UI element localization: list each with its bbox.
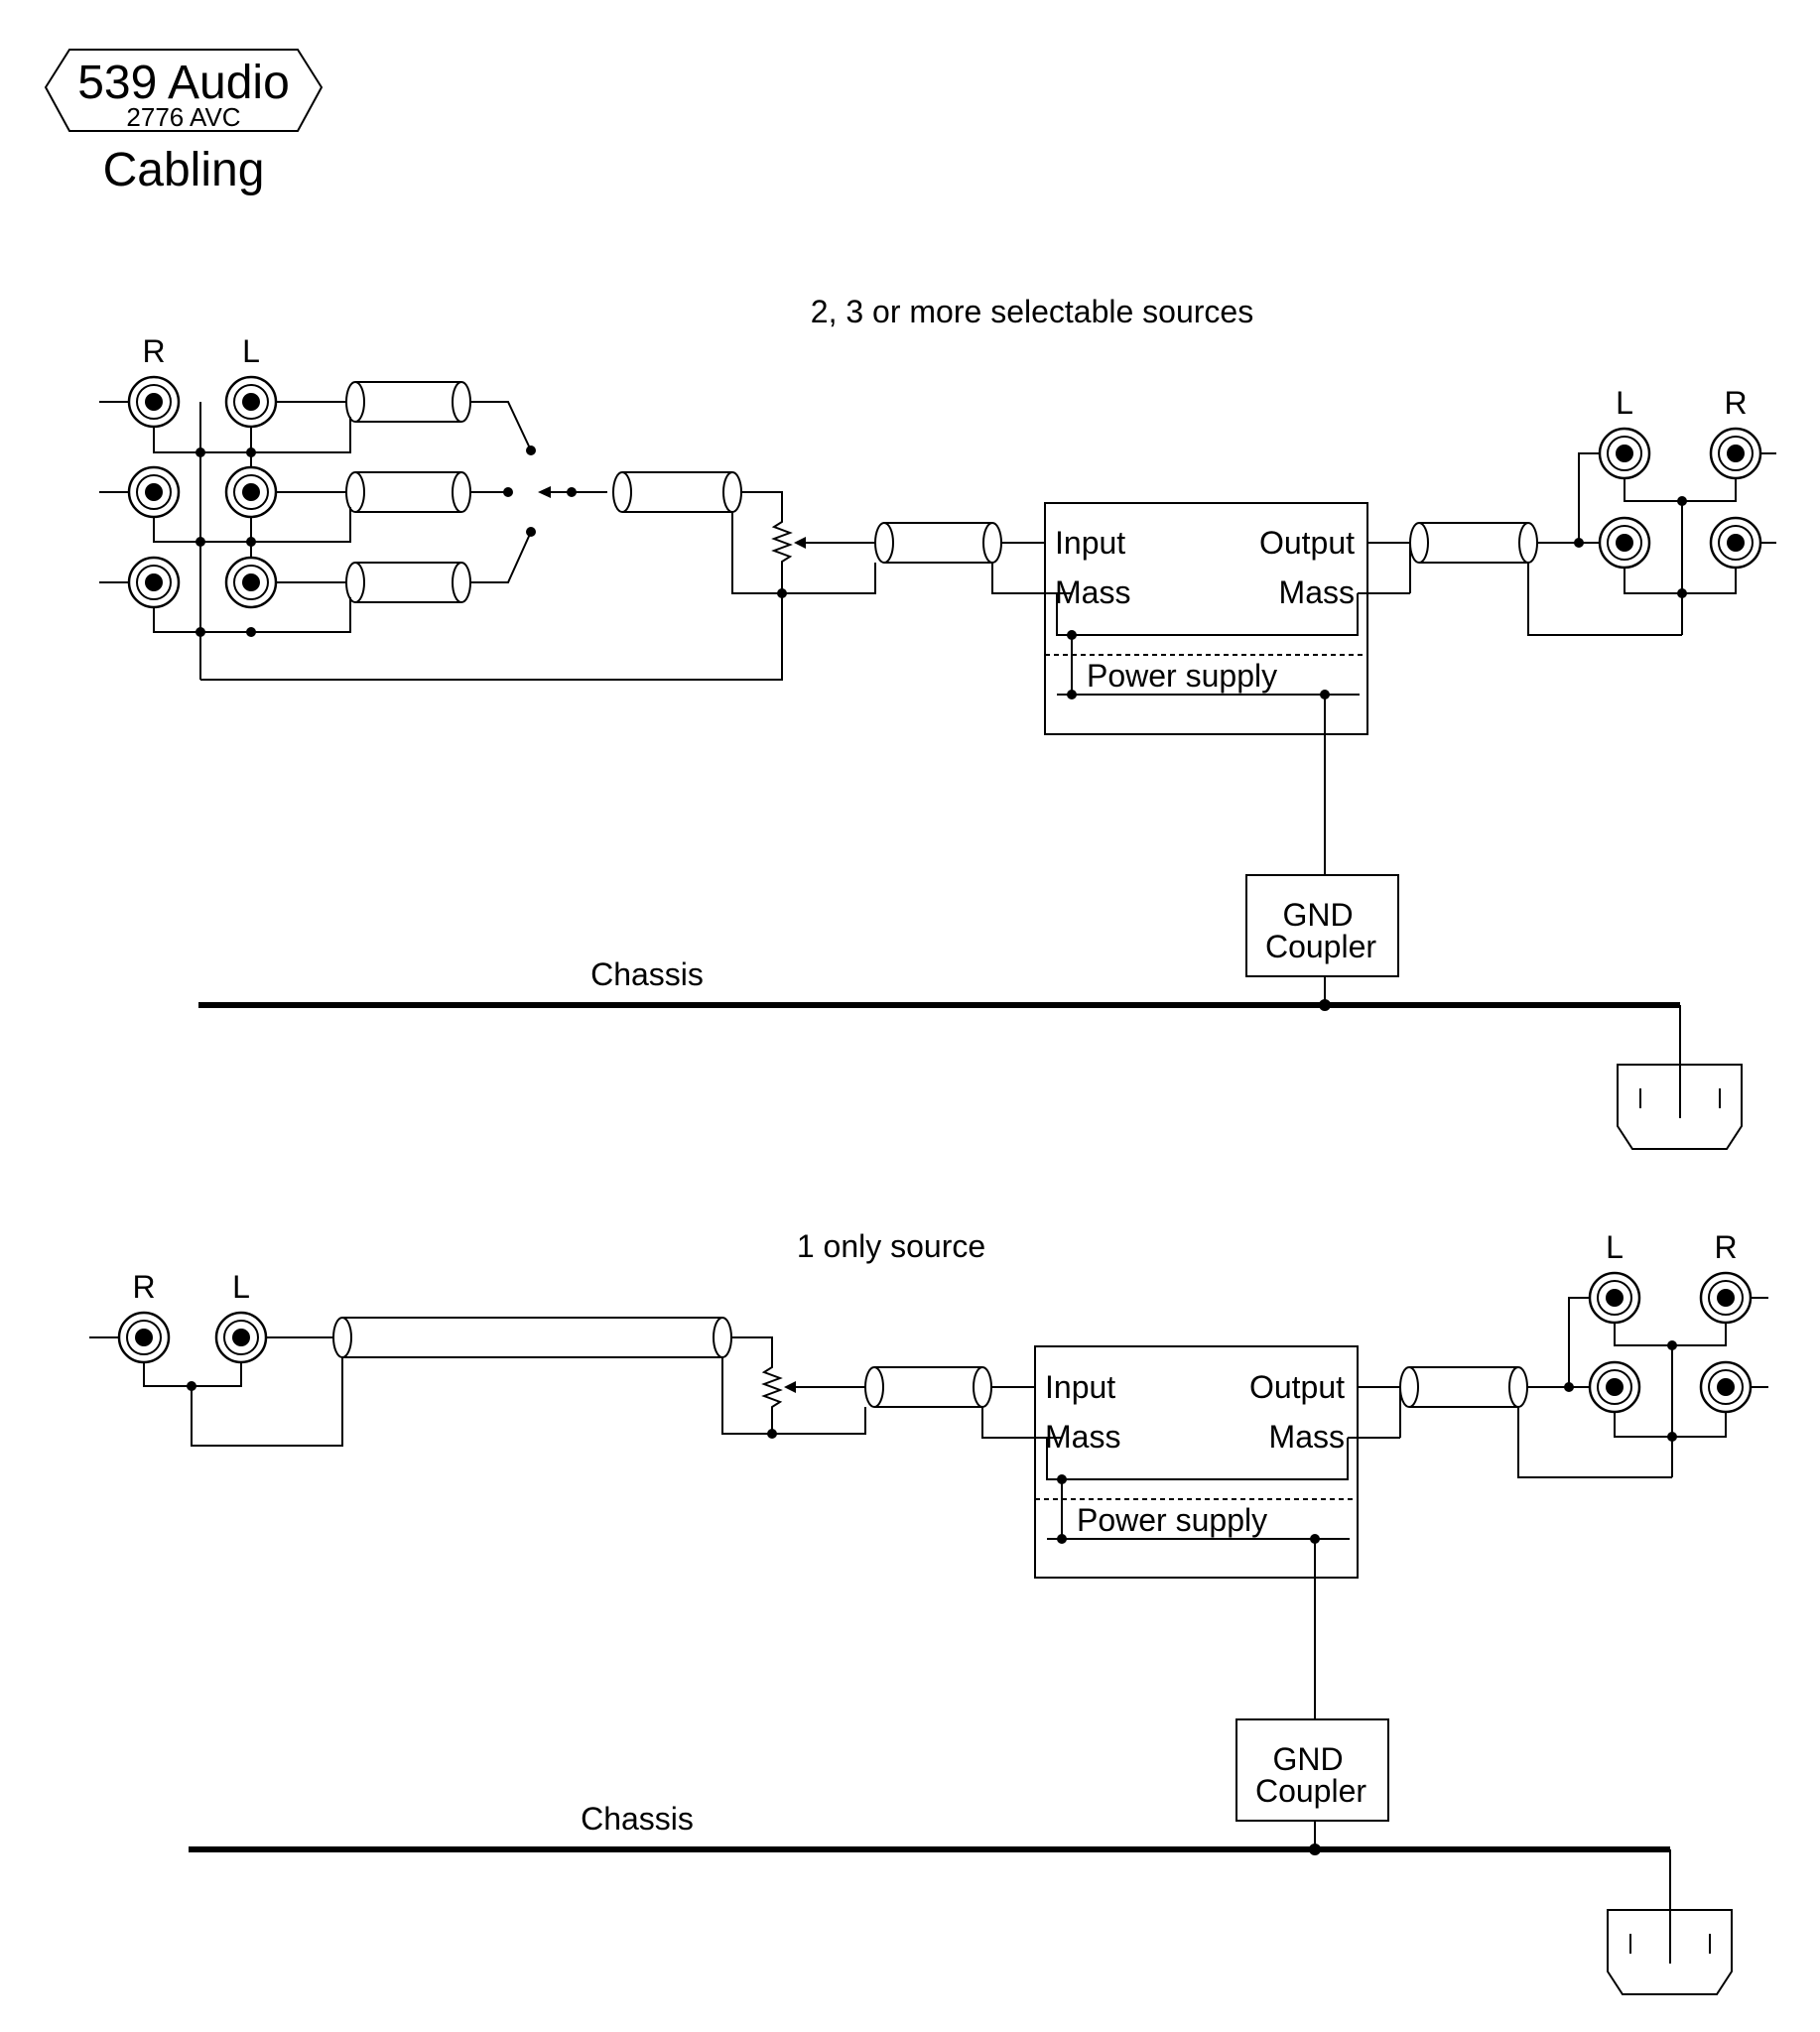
input-jacks — [99, 375, 278, 609]
diagram-single-source: 1 only source R L Input Output — [89, 1228, 1768, 1995]
gnd-coupler-line1: GND — [1272, 1741, 1343, 1777]
shielded-cable-icon — [345, 471, 471, 513]
shielded-cable-icon — [1409, 522, 1538, 564]
potentiometer-icon — [761, 1361, 865, 1439]
chassis-label: Chassis — [590, 956, 704, 992]
avc-module: Input Output Mass Mass Power supply — [1034, 1345, 1359, 1579]
rca-jack-icon — [1588, 1271, 1641, 1325]
module-power-label: Power supply — [1077, 1502, 1267, 1538]
rca-jack-icon — [1699, 1360, 1753, 1414]
rca-jack-icon — [1598, 516, 1651, 570]
rca-jack-icon — [224, 465, 278, 519]
selector-switch-icon — [470, 401, 607, 583]
module-mass-out-label: Mass — [1269, 1419, 1345, 1455]
rca-jack-icon — [1699, 1271, 1753, 1325]
diagram-heading: 1 only source — [797, 1228, 985, 1264]
input-label-l: L — [242, 333, 260, 369]
iec-power-inlet-icon — [1607, 1909, 1733, 1995]
gnd-coupler: GND Coupler — [1235, 1718, 1389, 1822]
input-label-r: R — [142, 333, 165, 369]
input-wiring — [143, 1336, 343, 1447]
rca-jack-icon — [214, 1311, 268, 1364]
output-jacks — [1598, 427, 1762, 570]
diagram-multi-source: 2, 3 or more selectable sources R L — [99, 294, 1776, 1150]
page-title: Cabling — [103, 144, 265, 196]
module-input-label: Input — [1045, 1369, 1115, 1405]
input-label-r: R — [132, 1269, 155, 1305]
gnd-coupler-line2: Coupler — [1265, 929, 1376, 964]
output-label-r: R — [1714, 1229, 1737, 1265]
gnd-coupler-line2: Coupler — [1255, 1773, 1366, 1809]
shielded-cable-icon — [1399, 1366, 1528, 1408]
module-mass-out-label: Mass — [1279, 574, 1355, 610]
module-input-label: Input — [1055, 525, 1125, 561]
gnd-coupler: GND Coupler — [1245, 874, 1399, 977]
rca-jack-icon — [1598, 427, 1651, 480]
output-wiring — [1348, 1297, 1768, 1478]
shielded-cable-icon — [874, 522, 1002, 564]
shielded-cable-icon — [864, 1366, 992, 1408]
output-jacks — [1588, 1271, 1753, 1414]
rca-jack-icon — [1709, 427, 1762, 480]
module-output-label: Output — [1259, 525, 1355, 561]
module-mass-in-label: Mass — [1045, 1419, 1120, 1455]
shielded-cable-icon — [332, 1317, 732, 1358]
rca-jack-icon — [99, 556, 181, 609]
rca-jack-icon — [224, 375, 278, 429]
output-label-l: L — [1616, 385, 1633, 421]
potentiometer-icon — [771, 516, 875, 598]
input-jacks — [89, 1311, 268, 1364]
rca-jack-icon — [99, 465, 181, 519]
gnd-coupler-line1: GND — [1282, 897, 1353, 933]
logo: 539 Audio 2776 AVC — [44, 49, 324, 132]
iec-power-inlet-icon — [1617, 1064, 1743, 1150]
rca-jack-icon — [89, 1311, 171, 1364]
logo-model: 2776 AVC — [126, 102, 240, 132]
output-label-l: L — [1606, 1229, 1624, 1265]
chassis-label: Chassis — [581, 1801, 694, 1837]
input-label-l: L — [232, 1269, 250, 1305]
logo-brand: 539 Audio — [77, 57, 290, 109]
shielded-cable-icon — [612, 471, 742, 513]
rca-jack-icon — [1709, 516, 1762, 570]
shielded-cable-icon — [345, 562, 471, 603]
module-mass-in-label: Mass — [1055, 574, 1130, 610]
rca-jack-icon — [224, 556, 278, 609]
avc-module: Input Output Mass Mass Power supply — [1044, 502, 1368, 735]
rca-jack-icon — [99, 375, 181, 429]
module-power-label: Power supply — [1087, 658, 1277, 694]
shielded-cable-icon — [345, 381, 471, 423]
module-output-label: Output — [1249, 1369, 1345, 1405]
rca-jack-icon — [1588, 1360, 1641, 1414]
logo-hexagon-icon — [44, 49, 324, 132]
output-wiring — [1358, 452, 1776, 636]
input-wiring — [153, 401, 783, 681]
diagram-heading: 2, 3 or more selectable sources — [811, 294, 1253, 329]
output-label-r: R — [1724, 385, 1747, 421]
